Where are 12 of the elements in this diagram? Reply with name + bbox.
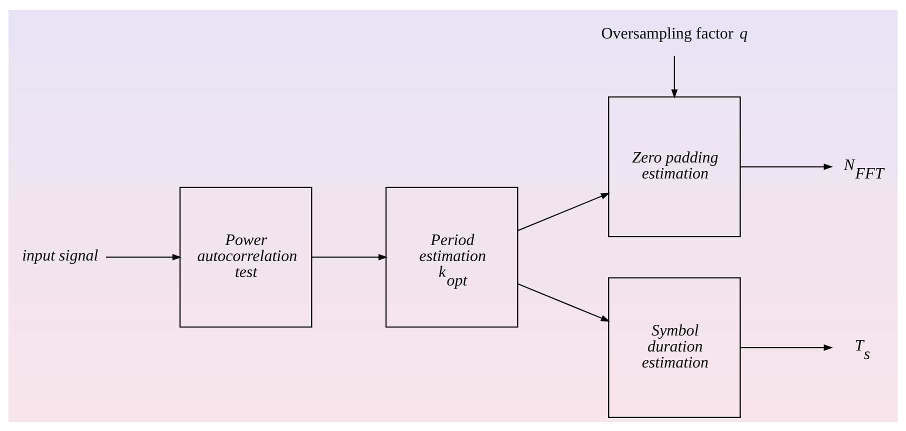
node-text: Oversampling factor q (601, 24, 748, 42)
node-box: Power autocorrelation test (179, 186, 312, 328)
node-box: Symbol duration estimation (608, 276, 741, 418)
arrow (671, 55, 678, 98)
arrow (518, 282, 610, 322)
arrow (740, 163, 833, 170)
arrow (740, 344, 833, 350)
arrow (312, 253, 388, 260)
node-text: input signal (22, 246, 98, 264)
arrow (106, 253, 182, 260)
node-box: Zero padding estimation (608, 96, 741, 237)
arrow (518, 192, 610, 231)
